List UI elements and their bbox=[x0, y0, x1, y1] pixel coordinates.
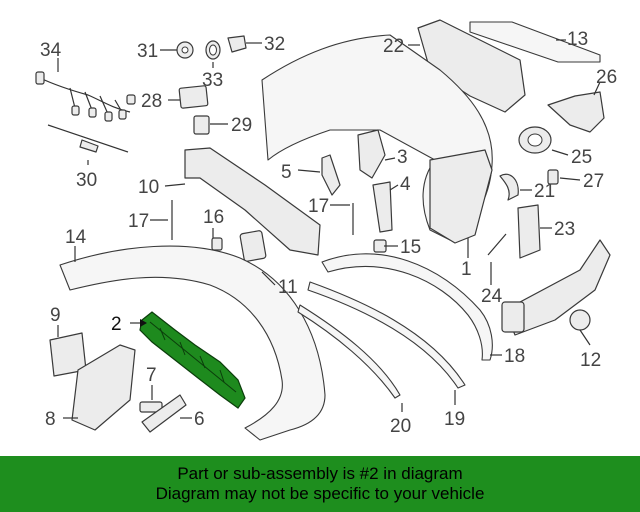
bracket-5 bbox=[321, 154, 341, 196]
callout-numbers: 34 30 31 33 32 28 29 22 13 26 25 27 21 2… bbox=[40, 29, 617, 437]
trailer-hitch bbox=[501, 239, 611, 336]
mount-bracket bbox=[547, 91, 605, 133]
sensor-27 bbox=[547, 169, 559, 185]
trim-19 bbox=[307, 281, 466, 389]
diagram-disclaimer: Diagram may not be specific to your vehi… bbox=[155, 484, 485, 503]
clip-retainer bbox=[193, 115, 210, 135]
strip-7 bbox=[139, 401, 163, 413]
wiring-harness bbox=[35, 71, 136, 122]
exploded-parts-diagram: 34 30 31 33 32 28 29 22 13 26 25 27 21 2… bbox=[35, 19, 617, 441]
callout-leaders bbox=[57, 39, 601, 419]
strip-6 bbox=[141, 394, 187, 433]
callout-25: 25 bbox=[571, 147, 592, 168]
callout-24: 24 bbox=[481, 286, 503, 307]
tow-hook-cover bbox=[178, 85, 209, 109]
callout-23: 23 bbox=[554, 219, 575, 240]
callout-31: 31 bbox=[137, 41, 158, 62]
sensor-bracket bbox=[227, 35, 247, 53]
callout-16: 16 bbox=[203, 207, 224, 228]
callout-2: 2 bbox=[111, 314, 122, 335]
callout-34: 34 bbox=[40, 40, 62, 61]
callout-4: 4 bbox=[400, 174, 411, 195]
callout-12: 12 bbox=[580, 350, 601, 371]
callout-13: 13 bbox=[567, 29, 588, 50]
part-info-banner: Part or sub-assembly is #2 in diagram Di… bbox=[0, 456, 640, 512]
callout-17b: 17 bbox=[308, 196, 329, 217]
callout-6: 6 bbox=[194, 409, 205, 430]
callout-21: 21 bbox=[534, 181, 555, 202]
bracket-3 bbox=[357, 129, 386, 179]
callout-17a: 17 bbox=[128, 211, 149, 232]
impact-absorber-highlighted bbox=[139, 311, 246, 409]
callout-9: 9 bbox=[50, 305, 61, 326]
callout-10: 10 bbox=[138, 177, 159, 198]
cover-11 bbox=[239, 230, 267, 262]
sensor-ring bbox=[205, 40, 221, 60]
part-info-line: Part or sub-assembly is #2 in diagram bbox=[177, 464, 463, 483]
bracket-4 bbox=[372, 181, 393, 233]
callout-8: 8 bbox=[45, 409, 56, 430]
bracket-8 bbox=[71, 344, 136, 431]
beam-10 bbox=[184, 147, 321, 256]
callout-32: 32 bbox=[264, 34, 285, 55]
callout-18: 18 bbox=[504, 346, 525, 367]
parking-sensor bbox=[176, 41, 194, 59]
callout-15: 15 bbox=[400, 237, 421, 258]
lower-fascia bbox=[59, 245, 326, 441]
callout-14: 14 bbox=[65, 227, 87, 248]
callout-29: 29 bbox=[231, 115, 252, 136]
callout-11: 11 bbox=[278, 277, 298, 298]
bumper-side bbox=[429, 149, 493, 244]
callout-26: 26 bbox=[596, 67, 617, 88]
callout-19: 19 bbox=[444, 409, 465, 430]
trim-20 bbox=[297, 304, 401, 399]
callout-33: 33 bbox=[202, 70, 223, 91]
clip-16 bbox=[211, 237, 223, 251]
callout-7: 7 bbox=[146, 365, 157, 386]
callout-22: 22 bbox=[383, 36, 404, 57]
callout-30: 30 bbox=[76, 170, 97, 191]
trim-18 bbox=[321, 253, 493, 361]
callout-3: 3 bbox=[397, 147, 408, 168]
grille-23 bbox=[517, 204, 541, 259]
step-pad bbox=[469, 21, 601, 63]
callout-5: 5 bbox=[281, 162, 292, 183]
reflector-21 bbox=[499, 173, 519, 201]
wire-loom bbox=[47, 124, 129, 153]
callout-20: 20 bbox=[390, 416, 411, 437]
callout-27: 27 bbox=[583, 171, 604, 192]
callout-28: 28 bbox=[141, 91, 162, 112]
callout-1: 1 bbox=[461, 259, 472, 280]
